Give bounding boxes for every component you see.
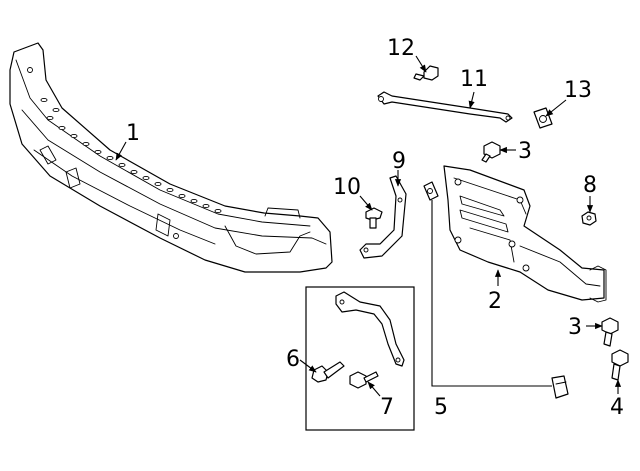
bumper-slot-row (40, 97, 222, 214)
bumper-face-bar (9, 42, 333, 273)
callout-6: 6 (286, 347, 300, 372)
push-pin-10 (365, 207, 383, 229)
callout-10: 10 (333, 175, 361, 200)
callout-5: 5 (434, 395, 448, 420)
nut-clip-13 (533, 107, 553, 129)
callout-4: 4 (610, 395, 624, 420)
inset-bracket (335, 291, 405, 367)
callout-8: 8 (583, 173, 597, 198)
bolt-4 (611, 349, 629, 381)
bolt-3-lower (601, 317, 619, 347)
callout-3-lower: 3 (568, 315, 582, 340)
bolt-7 (349, 371, 379, 389)
bolt-3-upper (481, 141, 501, 163)
strap-9 (359, 175, 407, 259)
bolt-12 (413, 65, 439, 81)
support-rod-11 (377, 91, 513, 123)
callout-11: 11 (460, 67, 488, 92)
callout-9: 9 (392, 149, 406, 174)
callout-12: 12 (387, 36, 415, 61)
callout-3-upper: 3 (518, 139, 532, 164)
callout-7: 7 (380, 395, 394, 420)
callout-1: 1 (126, 121, 140, 146)
nut-8 (581, 211, 597, 226)
part-5-leader (431, 200, 552, 387)
callout-13: 13 (564, 78, 592, 103)
callout-2: 2 (488, 289, 502, 314)
callout-labels: 1 2 3 3 4 5 6 7 8 9 10 11 12 13 (126, 36, 624, 420)
mounting-bracket-2 (443, 165, 607, 303)
leader-lines (115, 55, 622, 397)
clip-nut-5 (423, 181, 569, 399)
